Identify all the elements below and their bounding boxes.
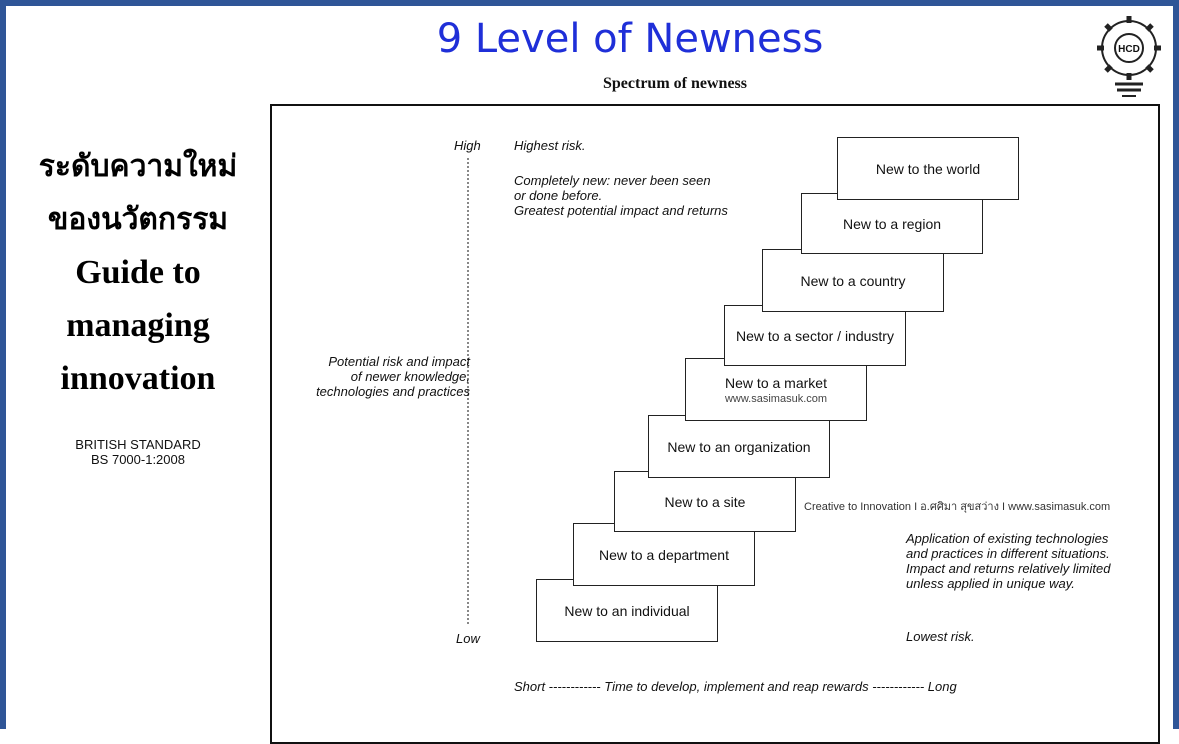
level-6-step: New to a sector / industry xyxy=(724,305,906,366)
risk-axis-line xyxy=(467,158,469,624)
level-label: New to a market xyxy=(725,374,827,391)
risk-axis-caption-line: technologies and practices xyxy=(316,384,470,399)
standard-line1: BRITISH STANDARD xyxy=(75,437,201,452)
level-1-step: New to an individual xyxy=(536,579,718,642)
bottom-note-line: Impact and returns relatively limited xyxy=(906,561,1111,576)
risk-axis-caption: Potential risk and impact of newer knowl… xyxy=(278,354,470,399)
frame-right-border xyxy=(1173,0,1179,729)
standard-line2: BS 7000-1:2008 xyxy=(91,452,185,467)
thai-title-line2: ของนวัตกรรม xyxy=(47,202,229,237)
bottom-note-line: and practices in different situations. xyxy=(906,546,1110,561)
level-2-step: New to a department xyxy=(573,523,755,586)
level-label: New to the world xyxy=(875,160,981,177)
risk-axis-caption-line: of newer knowledge, xyxy=(350,369,470,384)
time-axis-label: Short ------------ Time to develop, impl… xyxy=(514,679,957,694)
logo-text: HCD xyxy=(1118,44,1140,55)
left-panel: ระดับความใหม่ ของนวัตกรรม Guide to manag… xyxy=(18,140,258,467)
axis-high-label: High xyxy=(454,138,481,153)
thai-title-line1: ระดับความใหม่ xyxy=(38,149,238,184)
level-label: New to a site xyxy=(664,493,746,510)
watermark: www.sasimasuk.com xyxy=(724,392,828,405)
en-title-line2: managing xyxy=(66,307,210,344)
top-note-line: or done before. xyxy=(514,188,603,203)
credit-text: Creative to Innovation I อ.ศศิมา สุขสว่า… xyxy=(804,501,1111,513)
hcd-logo: HCD xyxy=(1097,16,1161,97)
level-7-step: New to a country xyxy=(762,249,944,312)
page-subtitle: Spectrum of newness xyxy=(603,75,747,92)
frame-left-border xyxy=(0,0,6,729)
top-note-line: Completely new: never been seen xyxy=(514,173,711,188)
level-8-step: New to a region xyxy=(801,193,983,254)
level-label: New to a sector / industry xyxy=(736,327,894,344)
axis-low-label: Low xyxy=(456,631,480,646)
standard-reference: BRITISH STANDARD BS 7000-1:2008 xyxy=(18,437,258,467)
gear-icon xyxy=(1097,16,1161,80)
en-title-line1: Guide to xyxy=(75,254,201,291)
en-title-line3: innovation xyxy=(60,360,216,397)
top-note-line: Greatest potential impact and returns xyxy=(514,203,728,218)
page-title: 9 Level of Newness xyxy=(436,16,824,62)
top-note: Completely new: never been seen or done … xyxy=(514,173,728,218)
level-3-step: New to a site xyxy=(614,471,796,532)
level-label: New to a country xyxy=(800,272,906,289)
level-label: New to a department xyxy=(599,546,729,563)
bottom-note-line: Application of existing technologies xyxy=(906,531,1109,546)
frame-top-border xyxy=(0,0,1179,6)
level-9-step: New to the world xyxy=(837,137,1019,200)
level-5-step: New to a market www.sasimasuk.com xyxy=(685,358,867,421)
level-4-step: New to an organization xyxy=(648,415,830,478)
risk-axis-caption-line: Potential risk and impact xyxy=(328,354,470,369)
level-label: New to an individual xyxy=(564,602,690,619)
lowest-risk-label: Lowest risk. xyxy=(906,629,975,644)
bottom-note-line: unless applied in unique way. xyxy=(906,576,1075,591)
bottom-note: Application of existing technologies and… xyxy=(906,531,1110,591)
level-label: New to an organization xyxy=(667,438,811,455)
highest-risk-label: Highest risk. xyxy=(514,138,586,153)
level-label: New to a region xyxy=(842,215,942,232)
